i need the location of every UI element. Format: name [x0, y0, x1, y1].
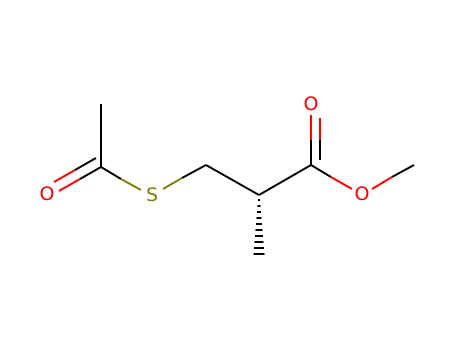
atom-label-ester-oxygen: O	[355, 183, 370, 205]
bond-sulfur-methylene	[162, 164, 207, 190]
bond-ester-carbonyl-double	[310, 115, 321, 165]
bond-carbonyl-carbon-sulfur	[100, 166, 142, 191]
bond-thioester-carbonyl-double	[53, 157, 102, 192]
bond-stereocenter-methyl-hashed-wedge	[253, 199, 265, 255]
bond-methylene-stereocenter	[205, 164, 260, 196]
bond-ester-carbon-oxygen	[310, 164, 353, 190]
atom-label-sulfur: S	[146, 184, 158, 206]
bond-stereocenter-ester-carbon	[258, 164, 312, 196]
bond-ester-oxygen-methyl	[371, 164, 415, 190]
atom-label-carbonyl-oxygen: O	[304, 93, 319, 115]
atom-label-thioester-oxygen: O	[40, 183, 55, 205]
